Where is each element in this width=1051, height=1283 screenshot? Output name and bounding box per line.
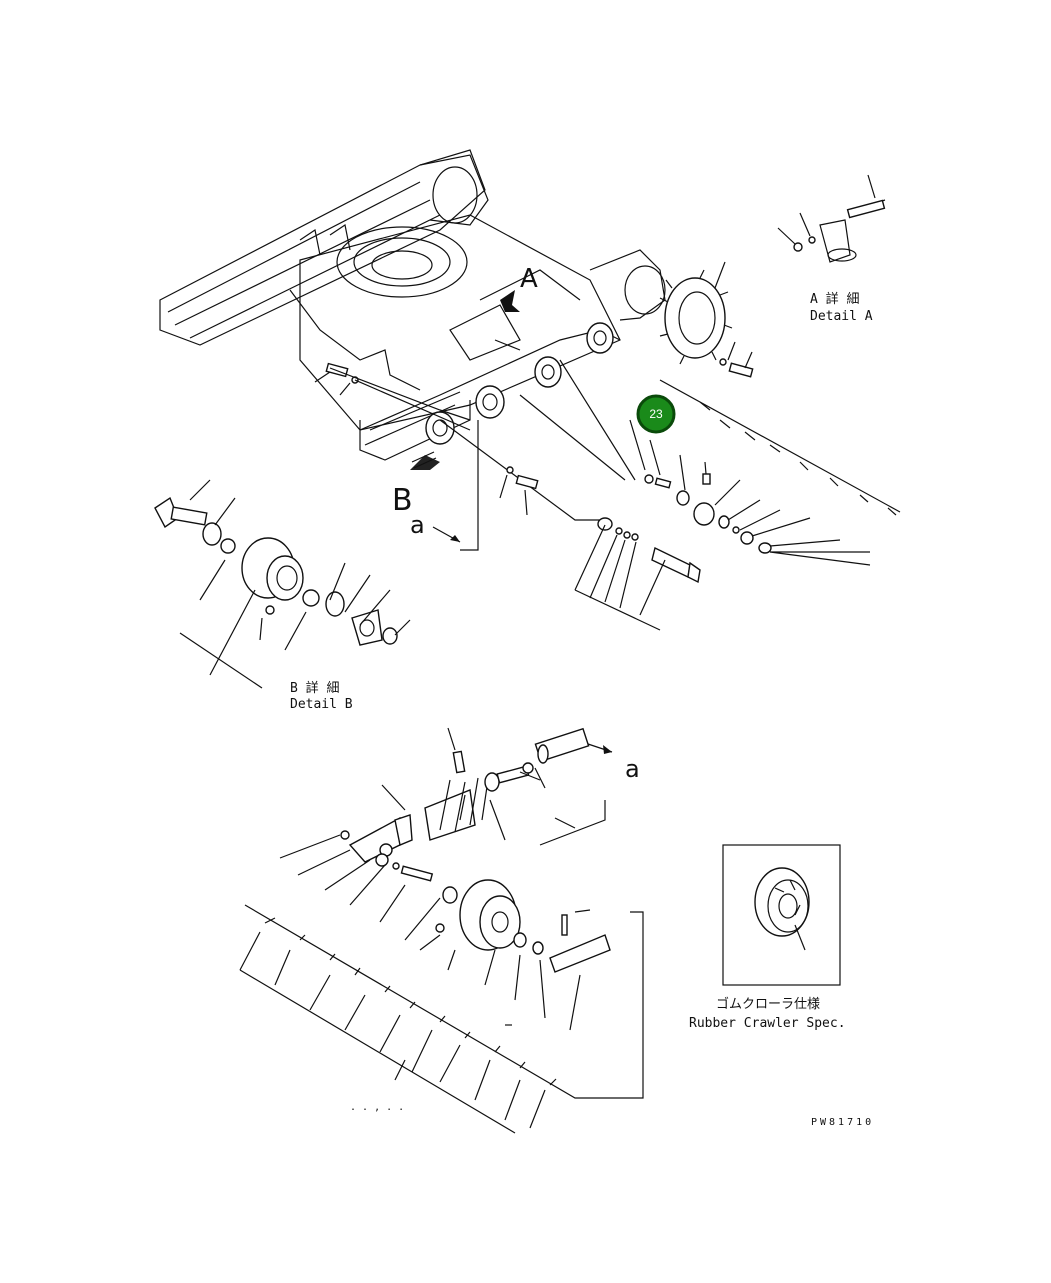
drawing-number: PW81710: [811, 1117, 874, 1128]
frame-rollers: [425, 322, 614, 445]
adjust-rod-parts: [439, 359, 701, 631]
callout-badge-23[interactable]: 23: [636, 394, 676, 434]
detail-a-group: [659, 174, 886, 378]
track-frame: [159, 149, 666, 461]
tension-cylinder-parts: [629, 379, 901, 566]
idler-group: . . , . .: [239, 727, 644, 1134]
callout-number: 23: [649, 407, 663, 421]
detail-a-en: Detail A: [810, 309, 873, 324]
detail-b-group: [154, 479, 411, 689]
svg-text:. . , . .: . . , . .: [350, 1102, 404, 1113]
rubber-crawler-en: Rubber Crawler Spec.: [689, 1016, 846, 1031]
rubber-crawler-inset: [722, 844, 841, 986]
detail-b-jp: B 詳 細: [290, 680, 339, 696]
inset-frame: [722, 844, 841, 986]
frame-bolts: [314, 362, 539, 516]
view-a-label: A: [520, 264, 538, 294]
rubber-crawler-jp: ゴムクローラ仕様: [716, 996, 820, 1012]
ref-a-label-upper: a: [410, 511, 425, 539]
view-arrows: [410, 290, 520, 470]
view-b-label: B: [392, 483, 413, 518]
detail-b-en: Detail B: [290, 697, 353, 712]
detail-a-jp: A 詳 細: [810, 291, 859, 307]
sprocket: [659, 269, 733, 365]
ref-a-label-lower: a: [625, 755, 640, 783]
